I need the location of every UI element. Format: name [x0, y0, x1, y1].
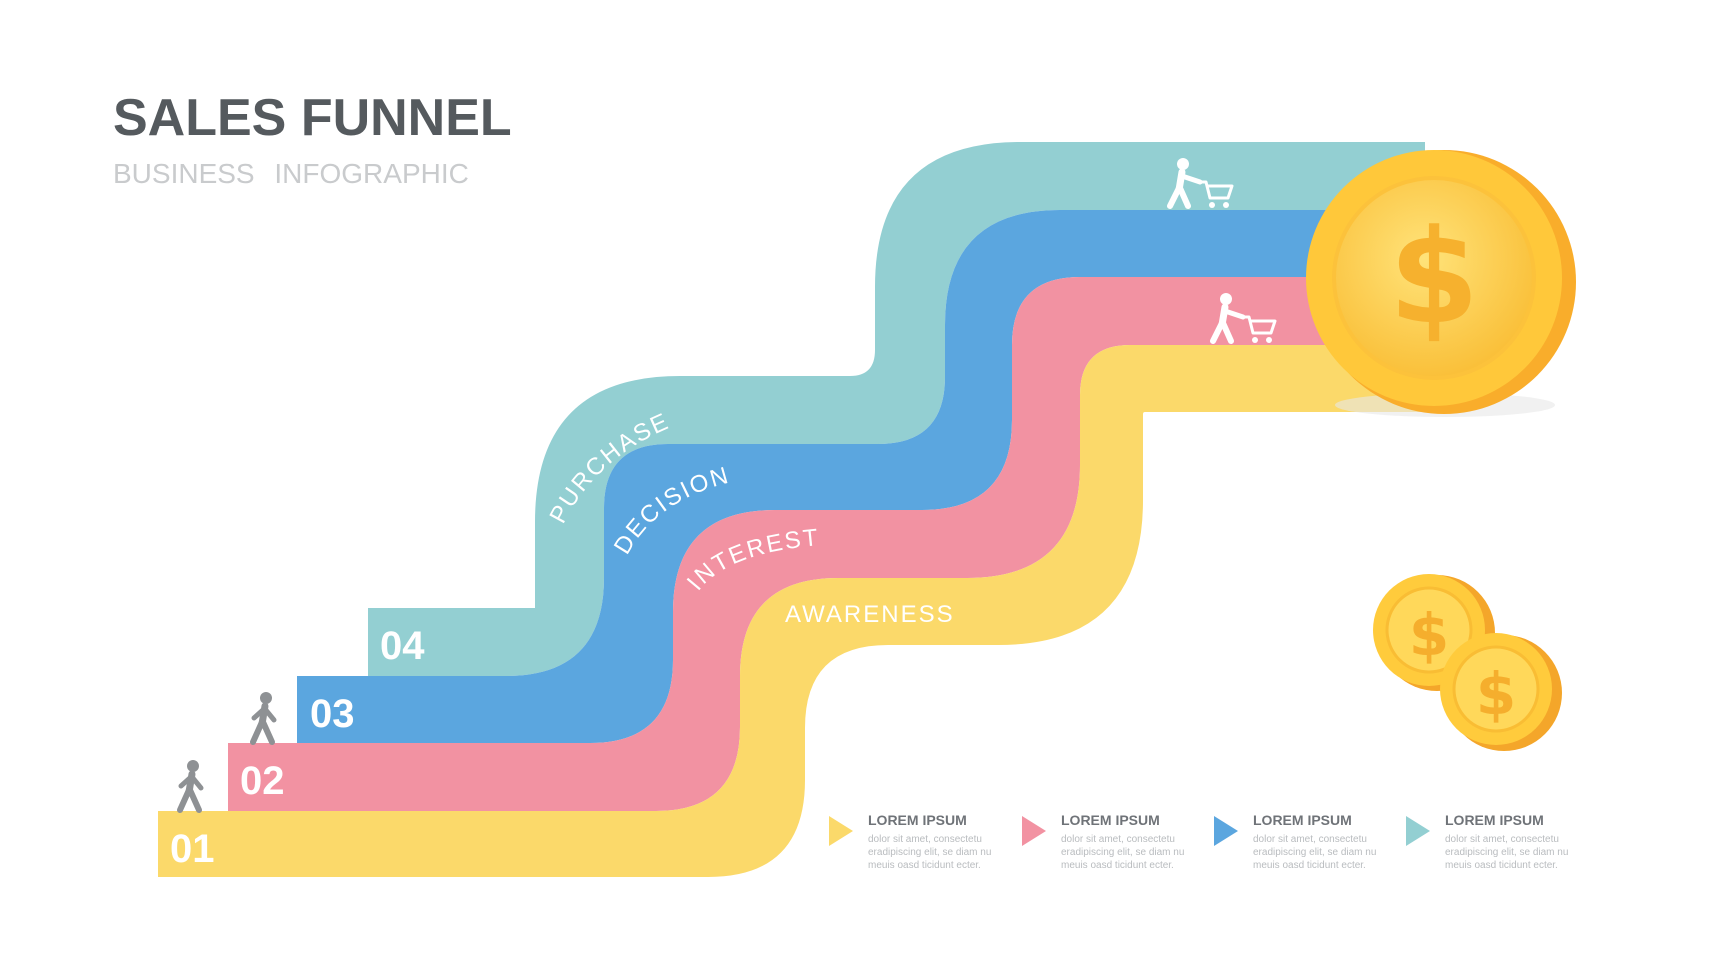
- stage-label-awareness: AWARENESS: [785, 601, 953, 628]
- small-coin-icon: $: [1440, 633, 1562, 751]
- page-subtitle: BUSINESS INFOGRAPHIC: [113, 158, 469, 189]
- legend-description: dolor sit amet, consectetu eradipiscing …: [1253, 834, 1377, 871]
- step-number-01: 01: [170, 827, 215, 871]
- dollar-sign-icon: $: [1389, 201, 1479, 353]
- legend-title: LOREM IPSUM: [1253, 812, 1352, 828]
- triangle-marker-icon: [1406, 816, 1430, 846]
- triangle-marker-icon: [1214, 816, 1238, 846]
- stage-band-purchase: [368, 142, 1425, 676]
- svg-text:AWARENESS: AWARENESS: [785, 601, 955, 628]
- legend-description: dolor sit amet, consectetu eradipiscing …: [868, 834, 992, 871]
- legend-title: LOREM IPSUM: [1061, 812, 1160, 828]
- legend-description: dolor sit amet, consectetu eradipiscing …: [1445, 834, 1569, 871]
- legend-description: dolor sit amet, consectetu eradipiscing …: [1061, 834, 1185, 871]
- person-with-cart-icon: [1210, 293, 1277, 344]
- step-number-04: 04: [380, 624, 425, 668]
- triangle-marker-icon: [829, 816, 853, 846]
- walking-person-icon: [250, 692, 277, 745]
- step-number-03: 03: [310, 692, 355, 736]
- dollar-sign-icon: $: [1409, 601, 1449, 669]
- step-number-02: 02: [240, 759, 285, 803]
- page-title: SALES FUNNEL: [113, 89, 512, 147]
- large-coin-icon: $: [1306, 150, 1576, 417]
- stage-band-interest: [228, 277, 1425, 811]
- person-with-cart-icon: [1167, 158, 1234, 209]
- walking-person-icon: [177, 760, 204, 813]
- dollar-sign-icon: $: [1476, 660, 1516, 728]
- legend-title: LOREM IPSUM: [1445, 812, 1544, 828]
- legend-title: LOREM IPSUM: [868, 812, 967, 828]
- stage-band-decision: [297, 210, 1425, 743]
- stage-band-awareness: [158, 345, 1425, 877]
- triangle-marker-icon: [1022, 816, 1046, 846]
